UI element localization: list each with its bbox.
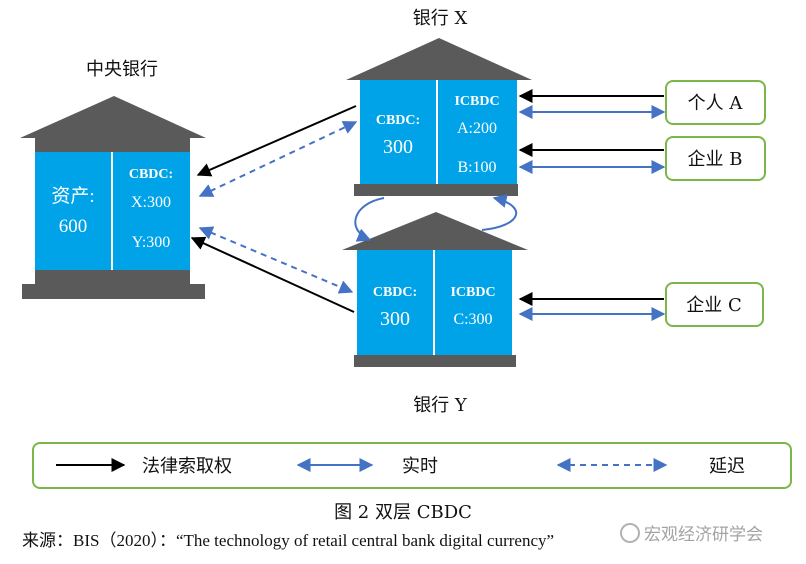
central-bank-roof [20,96,206,138]
claim-arrow-y-to-central [190,236,355,313]
wechat-icon [620,523,640,543]
bank-x-roof [346,38,532,80]
central-bank-assets-value: 600 [59,216,88,237]
client-c-label: 企业 C [686,295,742,316]
client-b-box: 企业 B [665,136,766,181]
bank-x-b-entry: B:100 [457,159,496,176]
bank-y-roof [342,212,528,250]
central-bank-assets-label: 资产: [51,185,94,207]
bank-x-building: 银行 X CBDC: 300 ICBDC A:200 B:100 [346,8,532,196]
central-bank-title: 中央银行 [86,59,158,80]
central-bank-base [22,284,205,299]
delayed-arrow-central-x [198,121,358,197]
bank-y-base [354,355,516,367]
legend-realtime-label: 实时 [402,456,438,477]
bank-y-c-entry: C:300 [453,311,492,328]
source-note: 来源：BIS（2020）：“The technology of retail c… [22,531,555,550]
bank-y-building: CBDC: 300 ICBDC C:300 银行 Y [342,212,528,416]
central-bank-beam [35,138,190,152]
bank-y-cbdc-label: CBDC: [373,285,417,300]
central-bank-cbdc-label: CBDC: [129,167,173,182]
legend-claim-label: 法律索取权 [142,456,232,477]
bank-x-cbdc-value: 300 [383,136,413,158]
figure-caption: 图 2 双层 CBDC [334,502,472,523]
watermark-text: 宏观经济研学会 [644,525,763,545]
client-b-label: 企业 B [688,149,743,170]
bank-y-title: 银行 Y [413,395,468,416]
client-c-box: 企业 C [665,282,764,327]
legend-box [32,442,792,489]
central-bank-y-entry: Y:300 [132,234,171,251]
client-a-box: 个人 A [665,80,766,125]
realtime-arrow-x-to-y [354,197,385,242]
bank-x-icbdc-label: ICBDC [454,94,499,109]
client-a-label: 个人 A [688,93,744,114]
delayed-arrow-central-y [198,226,354,294]
bank-x-a-entry: A:200 [457,120,497,137]
legend: 法律索取权 实时 延迟 [32,442,792,489]
watermark: 宏观经济研学会 [620,520,763,545]
bank-y-cbdc-value: 300 [380,308,410,330]
bank-x-body [360,80,517,184]
bank-y-icbdc-label: ICBDC [450,285,495,300]
realtime-arrow-y-to-x [481,194,517,231]
bank-x-cbdc-label: CBDC: [376,113,420,128]
bank-x-base [354,184,518,196]
central-bank-x-entry: X:300 [131,194,171,211]
bank-x-title: 银行 X [413,8,468,29]
central-bank-building: 中央银行 资产: 600 CBDC: X:300 Y:300 [20,59,206,299]
claim-arrow-x-to-central [196,105,357,177]
central-bank-base-top [35,270,190,284]
legend-delayed-label: 延迟 [709,456,745,477]
